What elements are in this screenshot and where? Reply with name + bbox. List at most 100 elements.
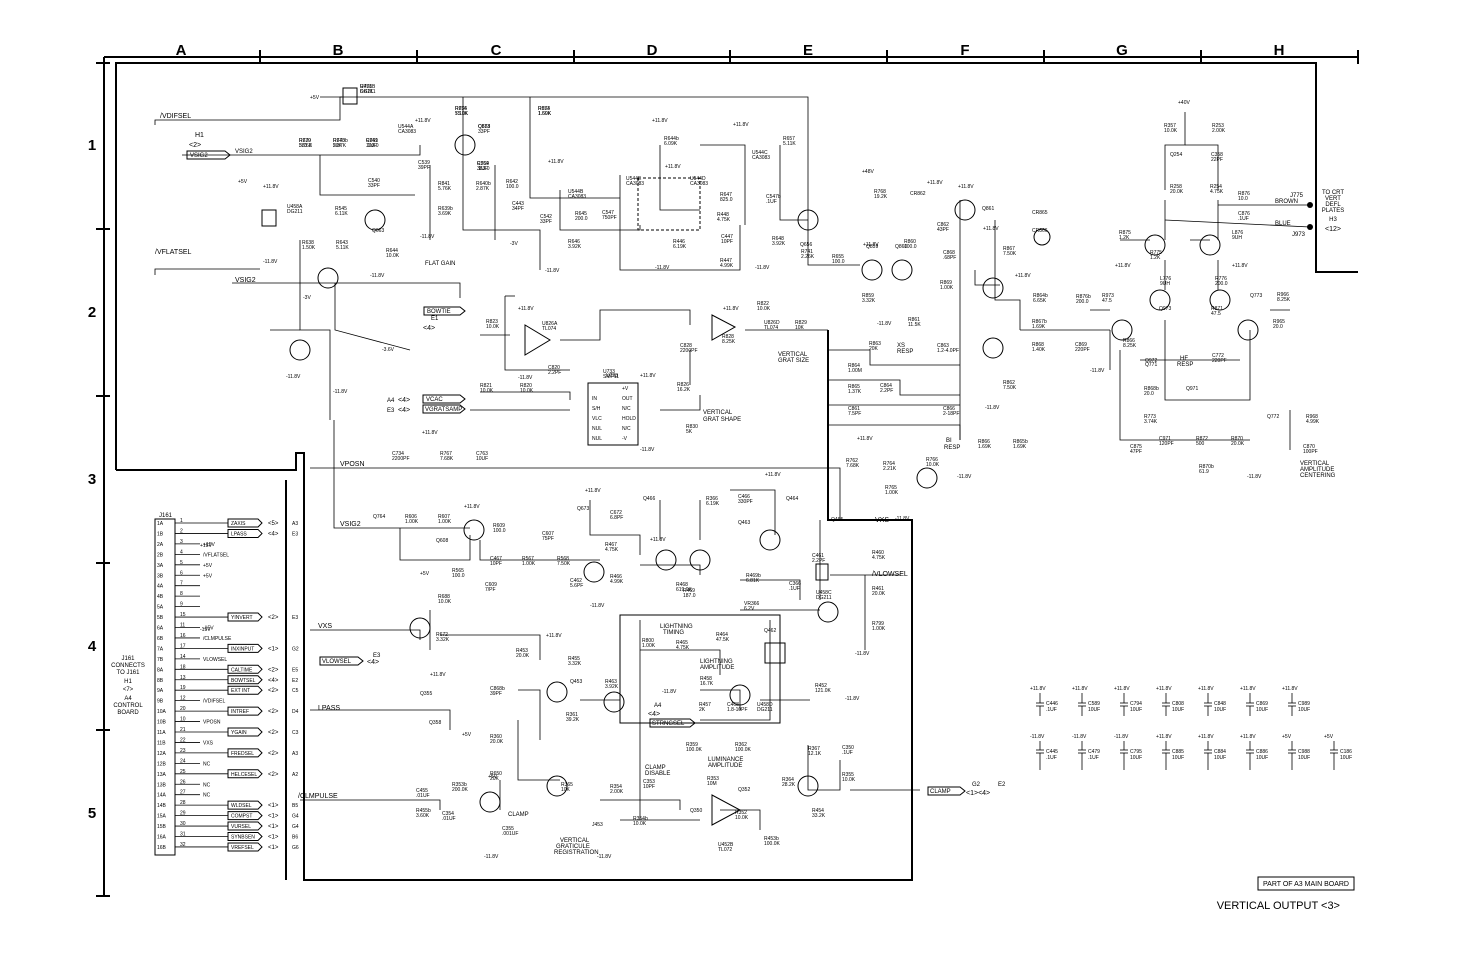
component-value: 1.69K [978, 444, 992, 450]
component-label: Q673 [577, 506, 589, 512]
q773-symbol [1199, 234, 1221, 256]
j161-signal: VURSEL [231, 824, 251, 830]
component-ref: C769 [366, 138, 378, 144]
q658-symbol [454, 134, 476, 156]
lightning-block [619, 614, 781, 724]
component-label: Q608 [436, 538, 448, 544]
component-label: C350.1UF [842, 745, 854, 756]
h1-bracket: <2> [189, 142, 201, 149]
component-ref: R867b [1032, 319, 1047, 325]
vsig2-flag [186, 150, 231, 160]
cap-ref: C795 [1130, 749, 1142, 755]
j161-pin-num: 4 [180, 549, 183, 555]
j161-pin-id: 6A [157, 626, 164, 632]
j161-signal-flag [227, 727, 263, 737]
j161-signal-flag [227, 821, 263, 831]
j161-signal: FREDSEL [231, 751, 254, 757]
j161-loc: E3 [292, 531, 298, 537]
svg-text:CENTERING: CENTERING [1300, 473, 1336, 479]
j161-signal: VPOSN [203, 720, 221, 726]
component-value: 16.7K [700, 681, 714, 687]
component-value: 10K [561, 787, 571, 793]
q772-symbol [1237, 319, 1259, 341]
diagram-title: VERTICAL OUTPUT <3> [1217, 900, 1340, 912]
board-note-box [1257, 876, 1355, 891]
j161-pin-num: 27 [180, 790, 186, 796]
component-ref: R353b [452, 782, 467, 788]
component-ref: R968 [1306, 414, 1318, 420]
component-value: 9UH [1232, 235, 1242, 241]
component-ref: R354b [633, 816, 648, 822]
j161-pin-id: 2A [157, 542, 164, 548]
component-value: .1UF [789, 586, 800, 592]
u826d-symbol [711, 314, 737, 341]
component-ref: Q972 [1145, 358, 1157, 364]
vsig2b-label: VSIG2 [235, 277, 256, 284]
svg-text:+11.8V: +11.8V [415, 118, 431, 124]
component-value: 1.69K [538, 111, 552, 117]
q973-symbol [1144, 234, 1166, 256]
q656-symbol [797, 209, 819, 231]
component-value: 3.92K [605, 684, 619, 690]
component-ref: R647 [720, 192, 732, 198]
u733-pin-label: VLC [592, 416, 602, 422]
cap-supply: +11.8V [1030, 686, 1046, 692]
ref4b-label: <4> [648, 711, 660, 718]
component-value: 6.09K [664, 141, 678, 147]
q663b-symbol [317, 267, 339, 289]
component-ref: Q463 [738, 520, 750, 526]
j161-pin-num: 25 [180, 769, 186, 775]
svg-text:+11.8V: +11.8V [863, 242, 879, 248]
cap-ref: C589 [1088, 701, 1100, 707]
component-value: 5.11K [455, 111, 468, 117]
component-ref: R448 [717, 212, 729, 218]
j161-pin-id: 7A [157, 646, 164, 652]
component-ref: R770 [299, 138, 311, 144]
component-ref: Q861 [982, 206, 994, 212]
q462-symbol [817, 601, 839, 623]
component-ref: R769 [477, 161, 489, 167]
cap-ref: C479 [1088, 749, 1100, 755]
svg-text:DISABLE: DISABLE [645, 771, 670, 777]
component-value: 33.2K [812, 813, 826, 819]
svg-text:LUMINANCE: LUMINANCE [708, 757, 743, 763]
component-value: 20.0 [1144, 391, 1154, 397]
component-value: 47.5 [1211, 311, 1221, 317]
component-ref: R254 [1210, 184, 1222, 190]
j161-ref: J161 [159, 513, 173, 519]
svg-text:GRATICULE: GRATICULE [556, 844, 590, 850]
component-ref: U452B [718, 842, 734, 848]
component-value: 3.32K [436, 637, 450, 643]
svg-text:+11.8V: +11.8V [665, 164, 681, 170]
component-label: Q464 [786, 496, 798, 502]
component-ref: U458D [757, 702, 773, 708]
cr865-symbol [982, 277, 1004, 299]
component-ref: R641 [366, 138, 378, 144]
